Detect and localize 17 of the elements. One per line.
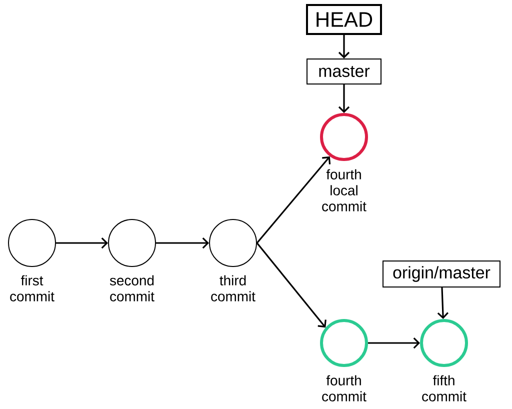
arrow bbox=[368, 337, 420, 349]
commit-label: fourth local commit bbox=[322, 169, 366, 212]
branch-box: master bbox=[306, 58, 382, 84]
head-box: HEAD bbox=[306, 4, 382, 35]
arrow bbox=[156, 237, 209, 249]
commit-label: fifth commit bbox=[422, 375, 466, 402]
branch-box: origin/master bbox=[382, 260, 500, 288]
commit-label: first commit bbox=[10, 275, 54, 302]
arrow bbox=[256, 242, 326, 328]
commit-label: second commit bbox=[110, 275, 154, 302]
arrow bbox=[256, 156, 331, 244]
arrow bbox=[437, 287, 448, 320]
arrow bbox=[338, 35, 350, 58]
arrow bbox=[338, 84, 350, 113]
arrow bbox=[56, 237, 108, 249]
commit-label: third commit bbox=[211, 275, 256, 302]
commit-label: fourth commit bbox=[322, 375, 366, 402]
